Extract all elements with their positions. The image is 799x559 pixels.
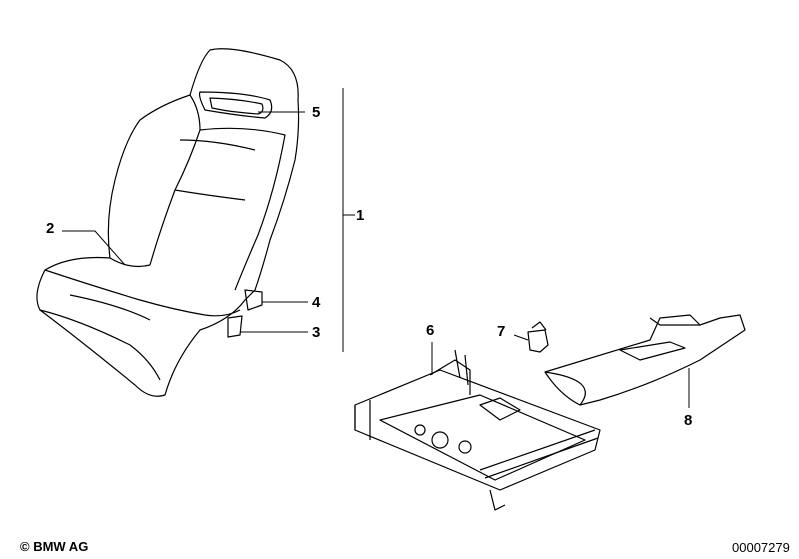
sport-seat-drawing (36, 48, 300, 397)
cover-drawing (544, 314, 746, 406)
diagram-number: 00007279 (732, 540, 790, 555)
callout-7: 7 (497, 323, 506, 340)
clip-drawing (527, 321, 549, 353)
callout-1: 1 (356, 207, 365, 224)
callout-5: 5 (312, 104, 321, 121)
seat-rail-drawing (354, 349, 601, 511)
callout-8: 8 (684, 412, 693, 429)
leader-lines (62, 88, 690, 408)
callout-4: 4 (312, 294, 321, 311)
callout-2: 2 (46, 220, 55, 237)
callout-6: 6 (426, 322, 435, 339)
copyright-text: © BMW AG (20, 539, 89, 554)
callout-3: 3 (312, 324, 321, 341)
